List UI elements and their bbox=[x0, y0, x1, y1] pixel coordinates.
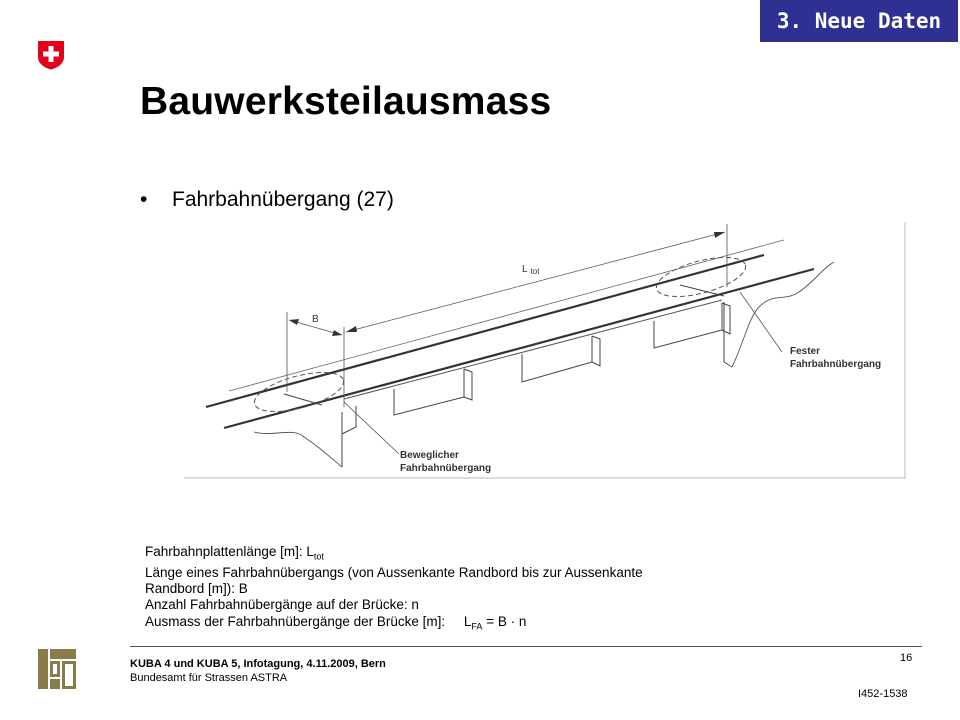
label-ltot-main: L bbox=[522, 264, 528, 275]
label-beweglicher-1: Beweglicher bbox=[400, 450, 459, 461]
bullet-symbol: • bbox=[140, 188, 148, 211]
bullet-text: Fahrbahnübergang (27) bbox=[172, 188, 394, 211]
bullet-item: • Fahrbahnübergang (27) bbox=[140, 188, 394, 212]
desc-line-1: Fahrbahnplattenlänge [m]: Ltot bbox=[145, 544, 324, 562]
label-fester-2: Fahrbahnübergang bbox=[790, 359, 881, 370]
footer-event: KUBA 4 und KUBA 5, Infotagung, 4.11.2009… bbox=[130, 658, 386, 670]
description-block: Fahrbahnplattenlänge [m]: Ltot Länge ein… bbox=[145, 544, 785, 634]
label-b: B bbox=[312, 314, 319, 325]
page-number: 16 bbox=[900, 652, 913, 664]
desc-line-2: Länge eines Fahrbahnübergangs (von Ausse… bbox=[145, 564, 643, 580]
footer-divider bbox=[130, 646, 922, 647]
desc-line-3: Randbord [m]): B bbox=[145, 581, 248, 597]
desc-line-4: Anzahl Fahrbahnübergänge auf der Brücke:… bbox=[145, 597, 419, 613]
label-fester-1: Fester bbox=[790, 346, 820, 357]
astra-logo-icon bbox=[38, 649, 76, 689]
page-title: Bauwerksteilausmass bbox=[140, 80, 552, 123]
label-beweglicher-2: Fahrbahnübergang bbox=[400, 463, 491, 474]
document-code: I452-1538 bbox=[858, 688, 908, 700]
section-badge: 3. Neue Daten bbox=[760, 0, 958, 42]
swiss-cross-icon bbox=[38, 41, 64, 70]
footer-organisation: Bundesamt für Strassen ASTRA bbox=[130, 672, 288, 684]
desc-line-5: Ausmass der Fahrbahnübergänge der Brücke… bbox=[145, 613, 527, 632]
label-ltot-sub: tot bbox=[531, 267, 541, 276]
